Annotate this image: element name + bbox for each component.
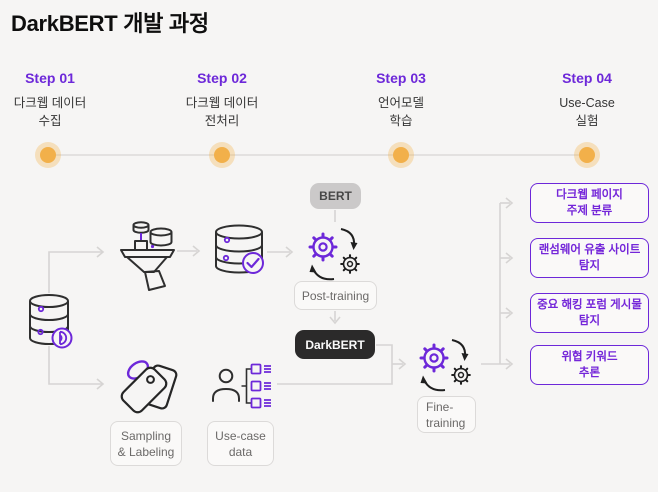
step-column-1: Step 01 다크웹 데이터 수집 (0, 70, 125, 130)
step-1-description: 다크웹 데이터 수집 (13, 96, 87, 128)
check-badge-icon (242, 252, 264, 274)
fine-training-box: Fine- training (417, 396, 476, 433)
output-box-ransomware-leak-detection: 랜섬웨어 유출 사이트 탐지 (530, 238, 649, 278)
step-4-label: Step 04 (562, 70, 612, 86)
output-box-topic-classification: 다크웹 페이지 주제 분류 (530, 183, 649, 223)
annotator-person-list-icon (212, 363, 271, 409)
bert-badge: BERT (310, 183, 361, 209)
post-training-box: Post-training (294, 281, 377, 310)
clean-database-icon (215, 224, 264, 274)
timeline-dot-2 (209, 142, 235, 168)
step-column-3: Step 03 언어모델 학습 (326, 70, 476, 130)
timeline-dot-3 (388, 142, 414, 168)
output-box-hacking-forum-detection: 중요 해킹 포럼 게시물 탐지 (530, 293, 649, 333)
output-box-threat-keyword-inference: 위협 키워드 추론 (530, 345, 649, 385)
darkbert-badge: DarkBERT (295, 330, 375, 359)
step-3-label: Step 03 (376, 70, 426, 86)
timeline-dot-4 (574, 142, 600, 168)
onion-badge-icon (51, 327, 73, 349)
step-4-description: Use-Case 실험 (559, 96, 615, 128)
step-column-2: Step 02 다크웹 데이터 전처리 (147, 70, 297, 130)
labeling-tags-icon (120, 360, 178, 414)
usecase-data-box: Use-case data (207, 421, 274, 466)
step-2-description: 다크웹 데이터 전처리 (185, 96, 259, 128)
step-3-description: 언어모델 학습 (377, 96, 424, 128)
step-column-4: Step 04 Use-Case 실험 (512, 70, 658, 130)
crawler-funnel-icon (120, 221, 175, 291)
step-1-label: Step 01 (25, 70, 75, 86)
post-training-gears-icon (310, 229, 359, 279)
darkweb-database-icon (29, 294, 73, 349)
timeline-line (48, 154, 588, 156)
step-2-label: Step 02 (197, 70, 247, 86)
page-title: DarkBERT 개발 과정 (11, 11, 209, 36)
fine-training-gears-icon (421, 340, 470, 390)
connector-lines (48, 197, 514, 390)
timeline-dot-1 (35, 142, 61, 168)
sampling-labeling-box: Sampling & Labeling (110, 421, 182, 466)
